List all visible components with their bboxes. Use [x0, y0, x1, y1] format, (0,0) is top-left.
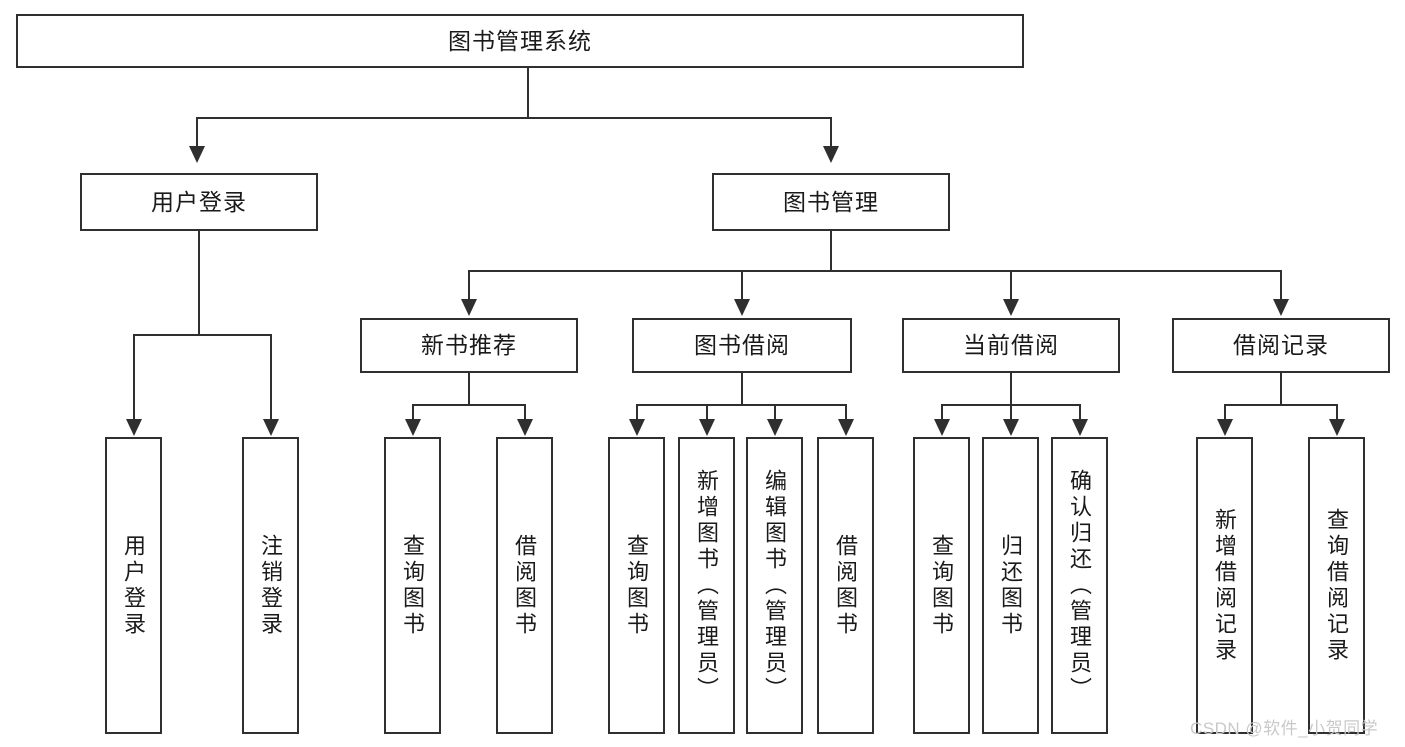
- connector-user-login-bus: [133, 334, 271, 336]
- connector-book-manage-to-current-borrow: [1010, 270, 1012, 301]
- leaf-user-login-logout-label: 注销登录: [258, 533, 284, 638]
- arrowhead-current-borrow-to-leaf-3: [1072, 419, 1088, 436]
- leaf-current-borrow-return[interactable]: 归还图书: [982, 437, 1039, 734]
- connector-book-manage-to-book-borrow: [741, 270, 743, 301]
- leaf-current-borrow-return-label: 归还图书: [998, 533, 1024, 638]
- connector-book-borrow-to-leaf-1: [636, 404, 638, 420]
- arrowhead-user-login-to-leaf-1: [126, 419, 142, 436]
- leaf-book-borrow-query[interactable]: 查询图书: [608, 437, 665, 734]
- connector-book-manage-bus: [468, 270, 1282, 272]
- connector-borrow-record-bus: [1224, 404, 1338, 406]
- connector-book-manage-to-new-book: [468, 270, 470, 301]
- node-new-book[interactable]: 新书推荐: [360, 318, 578, 373]
- connector-root-bus: [196, 117, 832, 119]
- node-book-manage-label: 图书管理: [783, 188, 879, 215]
- arrowhead-borrow-record-to-leaf-1: [1217, 419, 1233, 436]
- connector-book-borrow-stem: [741, 373, 743, 405]
- leaf-current-borrow-query[interactable]: 查询图书: [913, 437, 970, 734]
- leaf-book-borrow-query-label: 查询图书: [624, 533, 650, 638]
- leaf-borrow-record-add-label: 新增借阅记录: [1212, 507, 1238, 664]
- node-book-manage[interactable]: 图书管理: [712, 173, 950, 231]
- arrowhead-current-borrow-to-leaf-1: [934, 419, 950, 436]
- node-book-borrow[interactable]: 图书借阅: [632, 318, 852, 373]
- node-root[interactable]: 图书管理系统: [16, 14, 1024, 68]
- connector-root-stem: [527, 68, 529, 118]
- arrowhead-book-borrow-to-leaf-1: [629, 419, 645, 436]
- connector-root-to-book-manage: [830, 117, 832, 148]
- arrowhead-new-book-to-leaf-1: [405, 419, 421, 436]
- leaf-book-borrow-add-label: 新增图书（管理员）: [694, 468, 720, 703]
- arrowhead-user-login-to-leaf-2: [263, 419, 279, 436]
- connector-borrow-record-to-leaf-2: [1336, 404, 1338, 420]
- arrowhead-book-manage-to-new-book: [461, 299, 477, 316]
- connector-book-borrow-to-leaf-3: [774, 404, 776, 420]
- arrowhead-book-borrow-to-leaf-2: [699, 419, 715, 436]
- node-root-label: 图书管理系统: [448, 27, 592, 54]
- leaf-new-book-query[interactable]: 查询图书: [384, 437, 441, 734]
- leaf-current-borrow-query-label: 查询图书: [929, 533, 955, 638]
- leaf-borrow-record-query-label: 查询借阅记录: [1324, 507, 1350, 664]
- leaf-user-login-login[interactable]: 用户登录: [105, 437, 162, 734]
- arrowhead-current-borrow-to-leaf-2: [1003, 419, 1019, 436]
- arrowhead-book-manage-to-book-borrow: [734, 299, 750, 316]
- leaf-new-book-borrow[interactable]: 借阅图书: [496, 437, 553, 734]
- leaf-user-login-login-label: 用户登录: [121, 533, 147, 638]
- connector-root-to-user-login: [196, 117, 198, 148]
- connector-borrow-record-stem: [1280, 373, 1282, 405]
- leaf-book-borrow-edit[interactable]: 编辑图书（管理员）: [746, 437, 803, 734]
- connector-book-borrow-to-leaf-2: [706, 404, 708, 420]
- connector-current-borrow-to-leaf-3: [1079, 404, 1081, 420]
- watermark: CSDN @软件_小贺同学: [1190, 719, 1379, 738]
- leaf-book-borrow-add[interactable]: 新增图书（管理员）: [678, 437, 735, 734]
- arrowhead-root-to-book-manage: [823, 146, 839, 163]
- leaf-borrow-record-query[interactable]: 查询借阅记录: [1308, 437, 1365, 734]
- node-current-borrow-label: 当前借阅: [963, 332, 1059, 358]
- node-current-borrow[interactable]: 当前借阅: [902, 318, 1120, 373]
- connector-user-login-to-leaf-2: [270, 334, 272, 420]
- leaf-current-borrow-confirm[interactable]: 确认归还（管理员）: [1051, 437, 1108, 734]
- connector-current-borrow-to-leaf-1: [941, 404, 943, 420]
- leaf-book-borrow-edit-label: 编辑图书（管理员）: [762, 468, 788, 703]
- connector-new-book-to-leaf-1: [412, 404, 414, 420]
- connector-new-book-stem: [468, 373, 470, 405]
- connector-user-login-stem: [198, 231, 200, 335]
- node-borrow-record[interactable]: 借阅记录: [1172, 318, 1390, 373]
- arrowhead-new-book-to-leaf-2: [517, 419, 533, 436]
- arrowhead-book-manage-to-borrow-record: [1273, 299, 1289, 316]
- leaf-book-borrow-borrow[interactable]: 借阅图书: [817, 437, 874, 734]
- connector-book-manage-to-borrow-record: [1280, 270, 1282, 301]
- node-borrow-record-label: 借阅记录: [1233, 332, 1329, 358]
- connector-new-book-bus: [412, 404, 526, 406]
- connector-current-borrow-to-leaf-2: [1010, 404, 1012, 420]
- connector-current-borrow-stem: [1010, 373, 1012, 405]
- arrowhead-book-manage-to-current-borrow: [1003, 299, 1019, 316]
- leaf-book-borrow-borrow-label: 借阅图书: [833, 533, 859, 638]
- connector-new-book-to-leaf-2: [524, 404, 526, 420]
- node-user-login-label: 用户登录: [151, 188, 247, 215]
- node-user-login[interactable]: 用户登录: [80, 173, 318, 231]
- arrowhead-root-to-user-login: [189, 146, 205, 163]
- leaf-current-borrow-confirm-label: 确认归还（管理员）: [1067, 468, 1093, 703]
- leaf-borrow-record-add[interactable]: 新增借阅记录: [1196, 437, 1253, 734]
- arrowhead-borrow-record-to-leaf-2: [1329, 419, 1345, 436]
- connector-user-login-to-leaf-1: [133, 334, 135, 420]
- connector-borrow-record-to-leaf-1: [1224, 404, 1226, 420]
- leaf-user-login-logout[interactable]: 注销登录: [242, 437, 299, 734]
- node-new-book-label: 新书推荐: [421, 332, 517, 358]
- connector-book-manage-stem: [830, 231, 832, 271]
- arrowhead-book-borrow-to-leaf-4: [838, 419, 854, 436]
- leaf-new-book-borrow-label: 借阅图书: [512, 533, 538, 638]
- leaf-new-book-query-label: 查询图书: [400, 533, 426, 638]
- connector-book-borrow-bus: [636, 404, 847, 406]
- connector-book-borrow-to-leaf-4: [845, 404, 847, 420]
- node-book-borrow-label: 图书借阅: [694, 332, 790, 358]
- arrowhead-book-borrow-to-leaf-3: [767, 419, 783, 436]
